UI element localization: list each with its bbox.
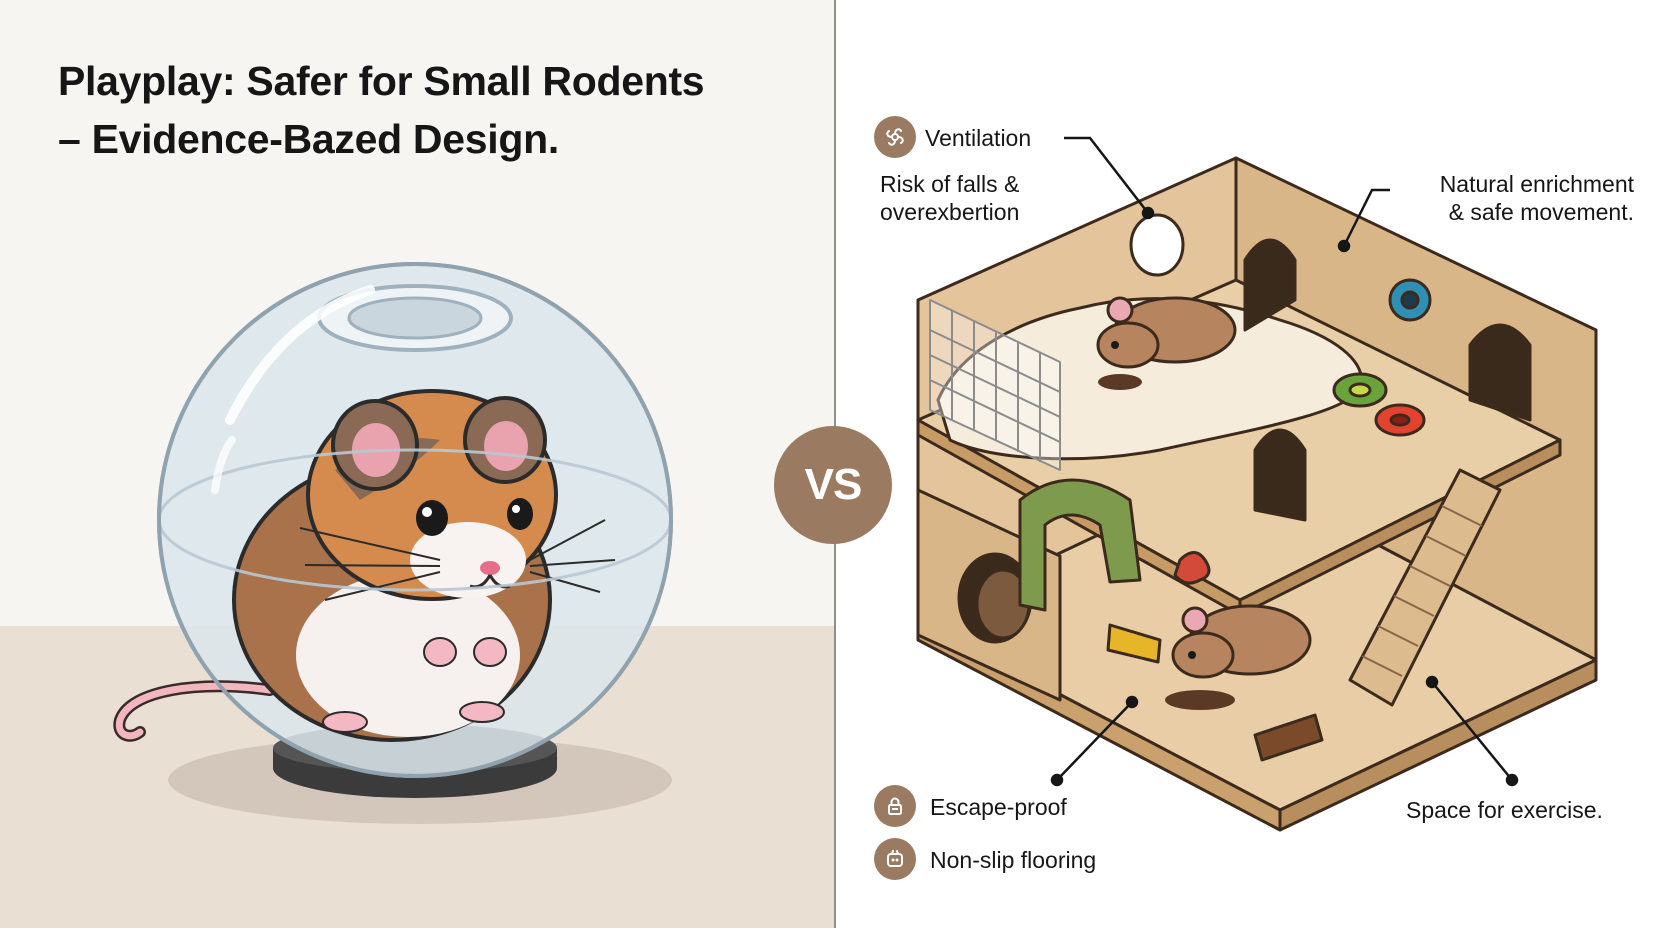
exercise-label: Space for exercise. [1406,797,1603,823]
lock-icon [888,797,902,815]
wooden-enclosure-illustration [916,156,1598,832]
escape-proof-badge [874,785,916,827]
enrichment-label-line-2: & safe movement. [1448,199,1634,225]
non-slip-badge [874,838,916,880]
risk-label-line-1: Risk of falls & [880,171,1020,197]
title-line-1: Playplay: Safer for Small Rodents [58,58,705,104]
escape-proof-label: Escape-proof [930,794,1067,820]
page-title: Playplay: Safer for Small Rodents – Evid… [58,52,705,168]
enrichment-label-line-1: Natural enrichment [1439,171,1634,197]
paw-flooring-icon [887,850,903,867]
enrichment-label: Natural enrichment & safe movement. [1384,170,1634,226]
risk-label: Risk of falls & overexbertion [880,170,1019,226]
ventilation-badge [874,116,916,158]
ventilation-label: Ventilation [925,125,1032,151]
vs-badge: VS [774,426,892,544]
title-line-2: – Evidence-Bazed Design. [58,116,559,162]
ventilation-fan-icon [886,128,904,146]
callout-leader-lines [1050,136,1519,787]
non-slip-label: Non-slip flooring [930,847,1097,873]
risk-label-line-2: overexbertion [880,199,1020,225]
hamster-ball-illustration [113,262,673,824]
